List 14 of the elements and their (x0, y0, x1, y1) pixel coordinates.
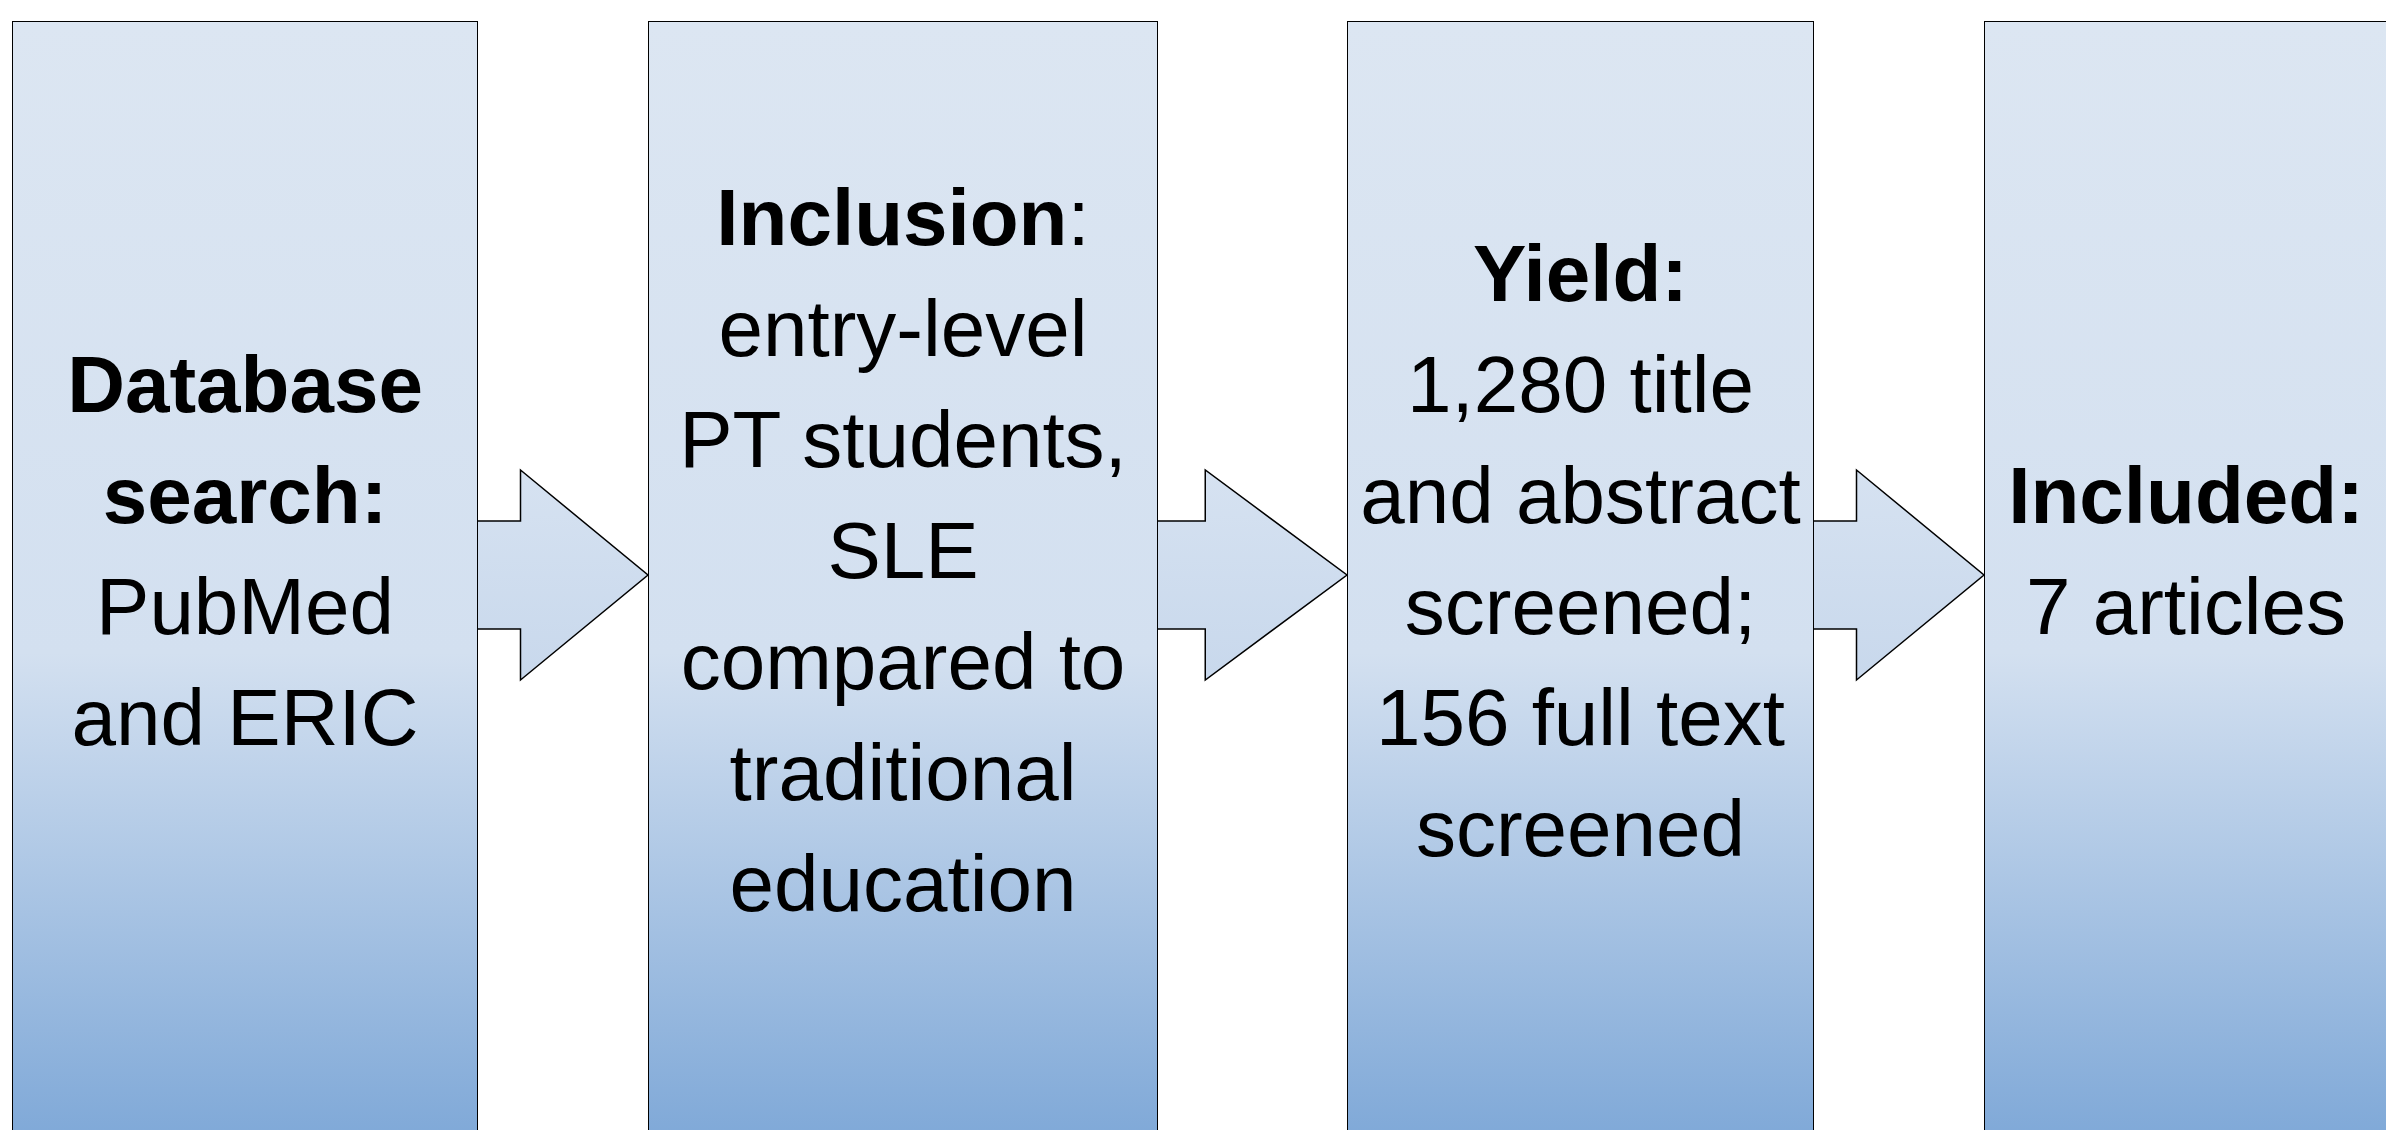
step-heading: Yield: (1473, 227, 1688, 320)
step-box (1347, 21, 1814, 1130)
step-heading: Included: (2008, 449, 2364, 542)
step-text: PubMed and ERIC (70, 560, 420, 764)
step-text: 1,280 title and abstract screened; 156 full text screened (1359, 338, 1802, 875)
step-text: Inclusion: entry-level PT students, SLE compared to traditional education (678, 172, 1128, 930)
block-arrow (1813, 468, 1986, 682)
step-box (1984, 21, 2386, 1130)
block-arrow (1157, 468, 1349, 682)
block-arrow (477, 468, 650, 682)
step-box (12, 21, 478, 1130)
step-heading: Database search: (66, 338, 424, 542)
step-box (648, 21, 1158, 1130)
step-text: 7 articles (2025, 560, 2347, 653)
